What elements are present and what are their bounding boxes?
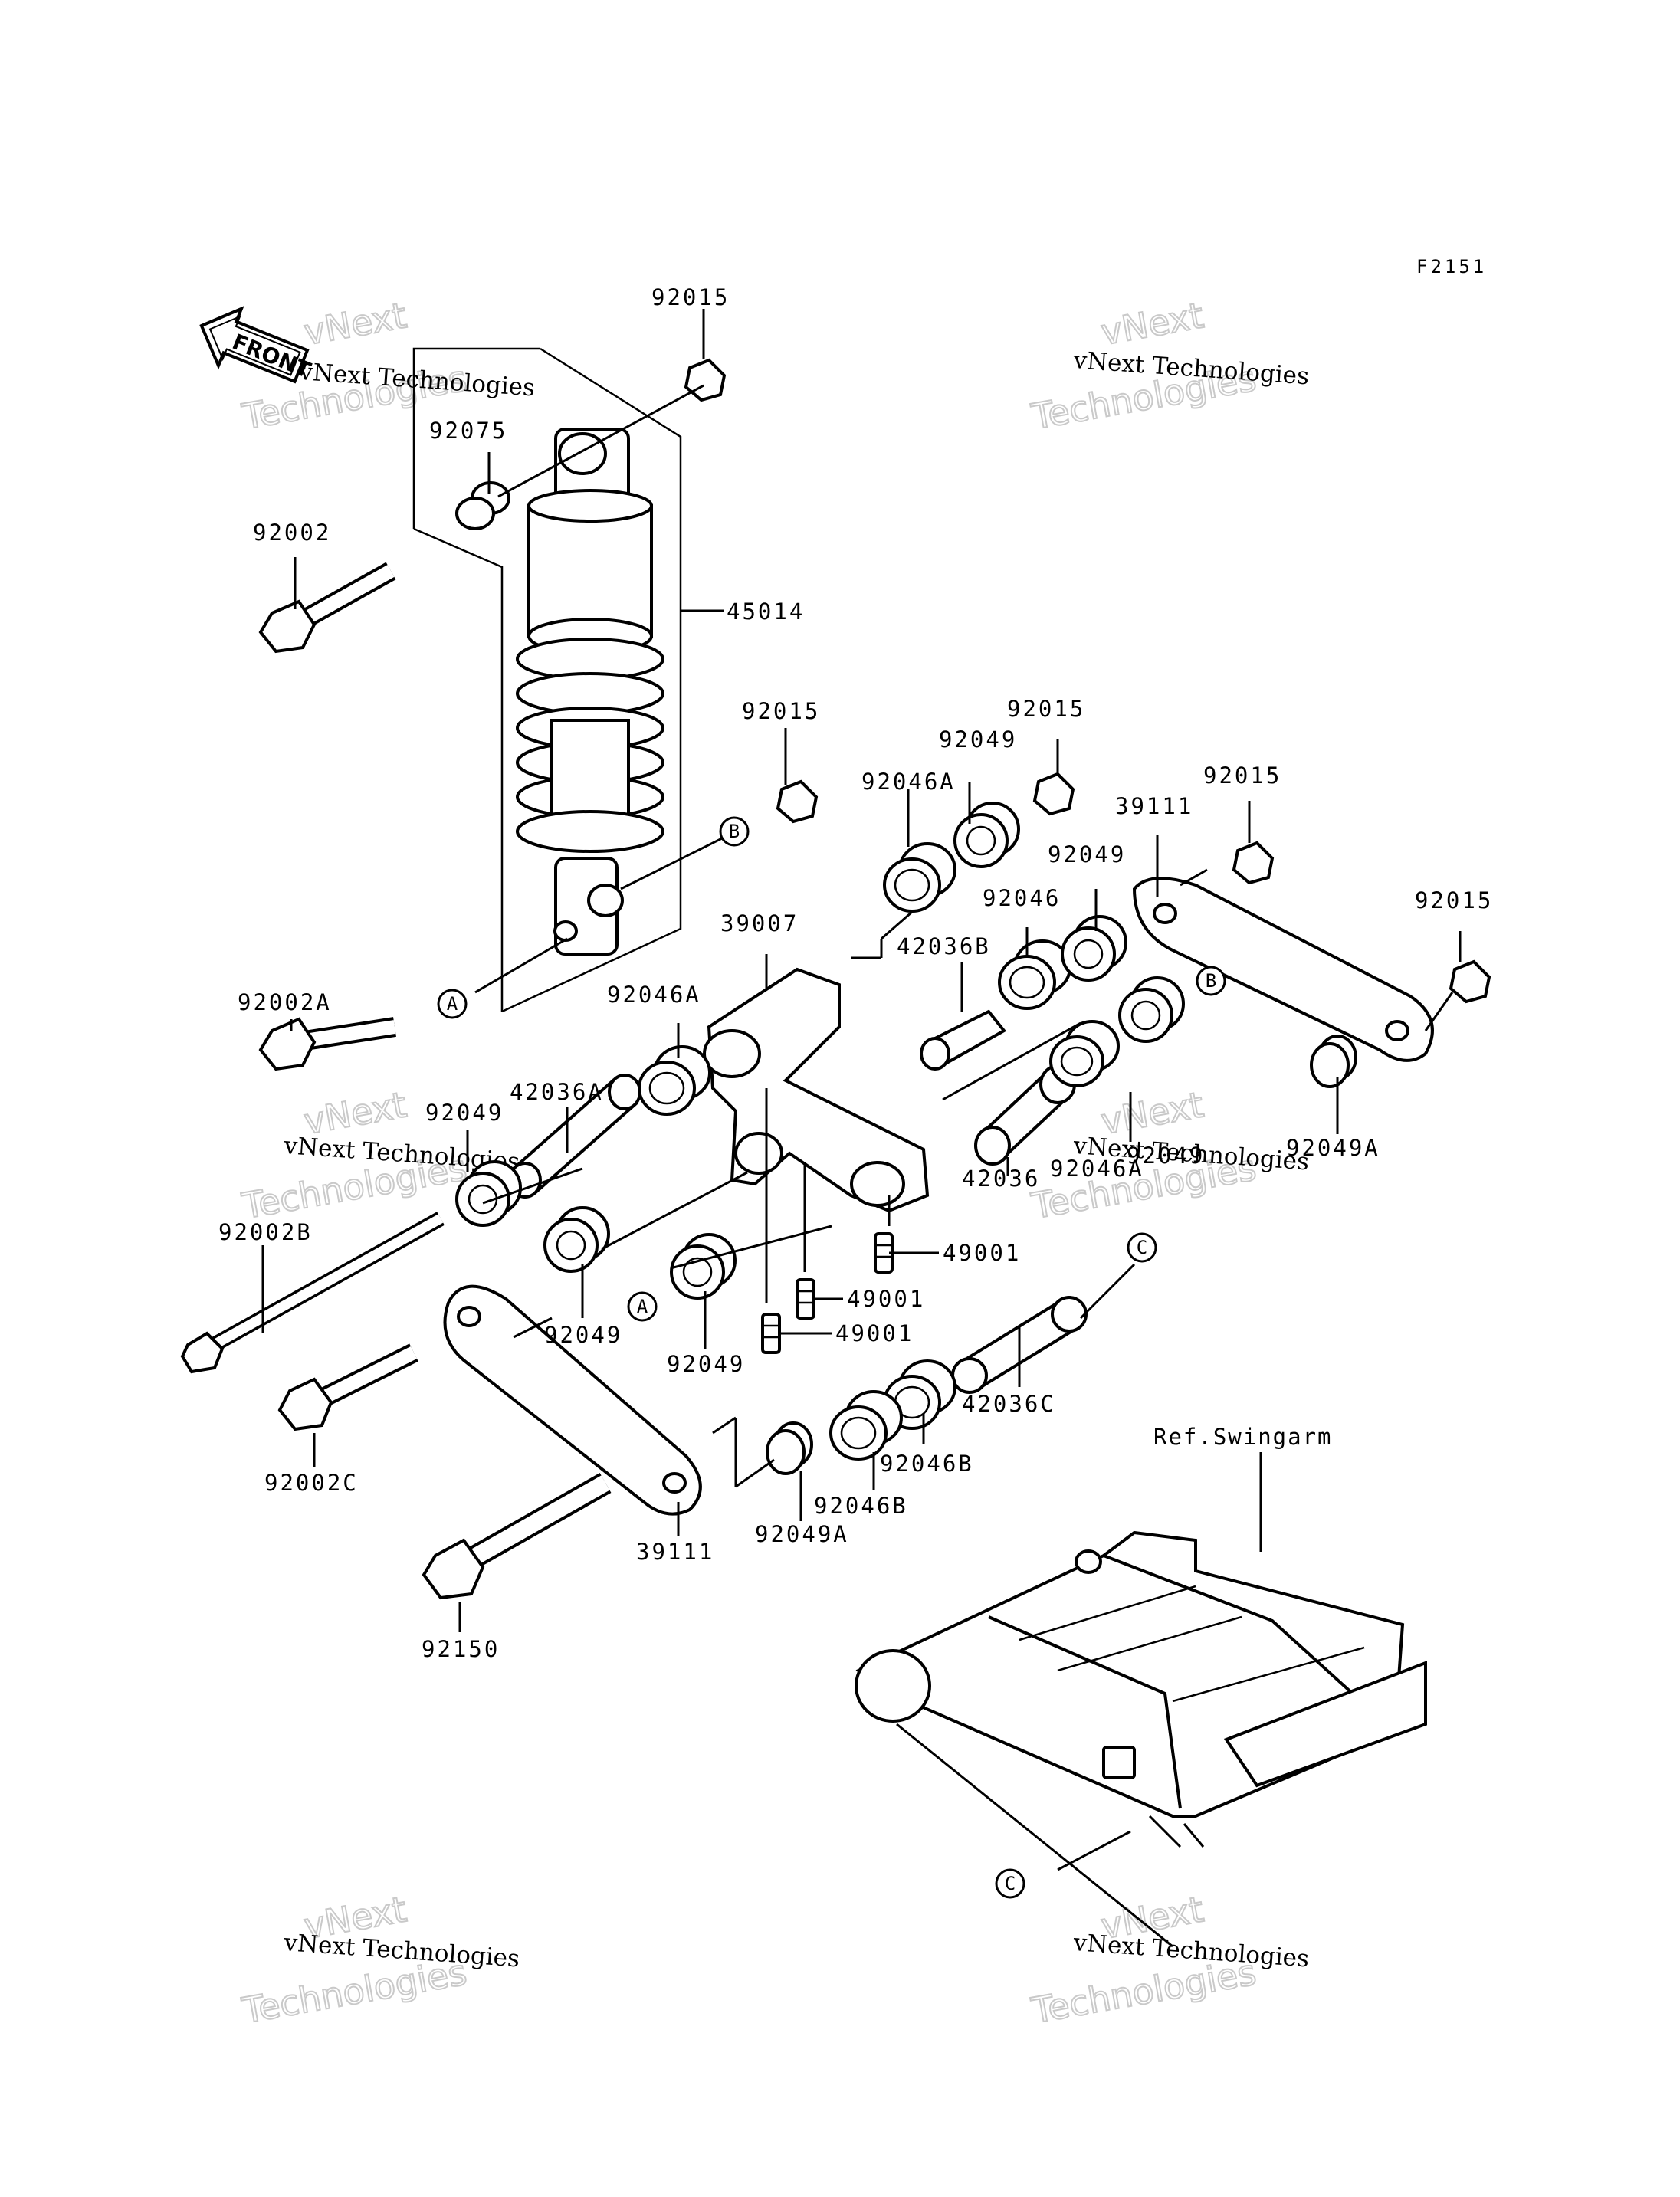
label-92002B: 92002B <box>218 1219 313 1245</box>
washer-92049-top <box>953 802 1020 868</box>
grease-nipple-49001-c <box>761 1313 781 1354</box>
nut-92015-c <box>1032 772 1075 816</box>
swingarm <box>855 1530 1427 1818</box>
label-92002C: 92002C <box>264 1470 359 1496</box>
label-42036B: 42036B <box>897 933 991 959</box>
label-45014: 45014 <box>727 598 805 625</box>
label-92046: 92046 <box>983 885 1061 911</box>
tie-rod-39111-right <box>1132 877 1434 1062</box>
svg-text:vNext: vNext <box>1098 294 1207 353</box>
bearing-92046B-b <box>829 1390 903 1461</box>
label-39111-right: 39111 <box>1115 793 1193 819</box>
label-92046A-top: 92046A <box>861 769 956 795</box>
label-92046A-right: 92046A <box>1050 1156 1144 1182</box>
label-92046B-b: 92046B <box>814 1493 908 1519</box>
label-92049-lower-mid: 92049 <box>667 1351 745 1377</box>
bolt-92002B <box>180 1212 445 1374</box>
label-42036C: 42036C <box>962 1391 1056 1417</box>
label-92015-e: 92015 <box>1415 887 1493 913</box>
label-92049A-left: 92049A <box>755 1521 849 1547</box>
leader-lines <box>261 309 1462 1948</box>
label-92002: 92002 <box>253 520 331 546</box>
bolt-92150 <box>422 1472 612 1600</box>
bolt-92002A <box>258 1017 396 1071</box>
svg-text:C: C <box>1005 1873 1016 1894</box>
grease-nipple-49001-b <box>796 1278 815 1320</box>
collar-92075 <box>455 481 510 530</box>
svg-text:vNext: vNext <box>1098 1084 1207 1143</box>
label-49001-a: 49001 <box>943 1240 1021 1266</box>
part-labels: 92015 92075 92002 45014 92015 92015 9204… <box>218 284 1493 1662</box>
ref-circle-a-top: A <box>437 989 468 1019</box>
ref-circle-a-lower: A <box>627 1291 658 1322</box>
washer-92049-mid <box>1061 915 1127 982</box>
ref-circle-c-right: C <box>1127 1232 1157 1263</box>
nut-92015-b <box>776 779 819 824</box>
label-92049-mid: 92049 <box>1048 841 1126 867</box>
label-92049A-right: 92049A <box>1286 1135 1380 1161</box>
label-92075: 92075 <box>429 418 507 444</box>
sleeve-42036A <box>508 1074 641 1199</box>
label-92015-b: 92015 <box>742 698 820 724</box>
shock-absorber <box>412 347 682 1013</box>
bearing-92046A-left <box>638 1045 711 1116</box>
label-92049-lower-left: 92049 <box>544 1322 622 1348</box>
label-92049-left: 92049 <box>425 1100 504 1126</box>
link-39007 <box>703 967 930 1213</box>
ref-circle-c-bottom: C <box>995 1868 1025 1899</box>
svg-text:vNext: vNext <box>301 294 410 353</box>
label-92150: 92150 <box>422 1636 500 1662</box>
bolt-92002 <box>258 562 396 654</box>
bearing-92046A-top <box>883 842 956 913</box>
bearing-92046A-right <box>1049 1020 1120 1087</box>
svg-text:A: A <box>447 993 458 1015</box>
washer-92049A-right <box>1310 1035 1357 1088</box>
svg-text:C: C <box>1137 1237 1147 1258</box>
grease-nipple-49001-a <box>874 1232 894 1274</box>
label-92015-top: 92015 <box>651 284 730 310</box>
label-ref-swingarm: Ref.Swingarm <box>1153 1424 1333 1450</box>
label-92049-top: 92049 <box>939 726 1017 753</box>
label-92046A-left: 92046A <box>607 982 701 1008</box>
nut-92015-d <box>1232 841 1275 885</box>
label-39007: 39007 <box>720 910 799 936</box>
bolt-92002C <box>277 1343 418 1431</box>
label-42036A: 42036A <box>510 1079 604 1105</box>
tie-rod-39111-left <box>443 1284 702 1516</box>
bearing-92046 <box>998 939 1071 1010</box>
watermark-bottom-right: vNext Technologies vNext Technologies <box>1028 1887 1311 2032</box>
washer-92049-lower-mid <box>670 1233 737 1300</box>
nut-92015-e <box>1449 959 1491 1004</box>
washer-92049-left <box>455 1160 522 1227</box>
svg-text:B: B <box>1206 970 1216 992</box>
svg-text:B: B <box>729 821 740 842</box>
washer-92049A-left <box>766 1421 813 1475</box>
label-92046B-a: 92046B <box>880 1451 974 1477</box>
label-42036: 42036 <box>962 1166 1040 1192</box>
label-49001-c: 49001 <box>835 1320 914 1346</box>
ref-circle-b-right: B <box>1196 966 1226 996</box>
washer-92049-b <box>1118 976 1185 1043</box>
ref-circle-b-top: B <box>719 816 750 847</box>
label-92002A: 92002A <box>238 989 332 1015</box>
figure-code: F2151 <box>1416 256 1487 277</box>
label-92049-b: 92049 <box>1127 1143 1205 1169</box>
label-92015-c: 92015 <box>1007 696 1085 722</box>
watermark-top-right: vNext Technologies vNext Technologies <box>1028 293 1311 438</box>
washer-92049-lower-left <box>543 1206 610 1273</box>
watermark-bottom-left: vNext Technologies vNext Technologies <box>238 1887 521 2032</box>
label-92015-d: 92015 <box>1203 762 1281 789</box>
label-39111-left: 39111 <box>636 1539 714 1565</box>
svg-text:A: A <box>637 1296 648 1317</box>
sleeve-42036B <box>920 1009 1007 1071</box>
nut-92015-top <box>684 358 727 402</box>
label-49001-b: 49001 <box>847 1286 925 1312</box>
